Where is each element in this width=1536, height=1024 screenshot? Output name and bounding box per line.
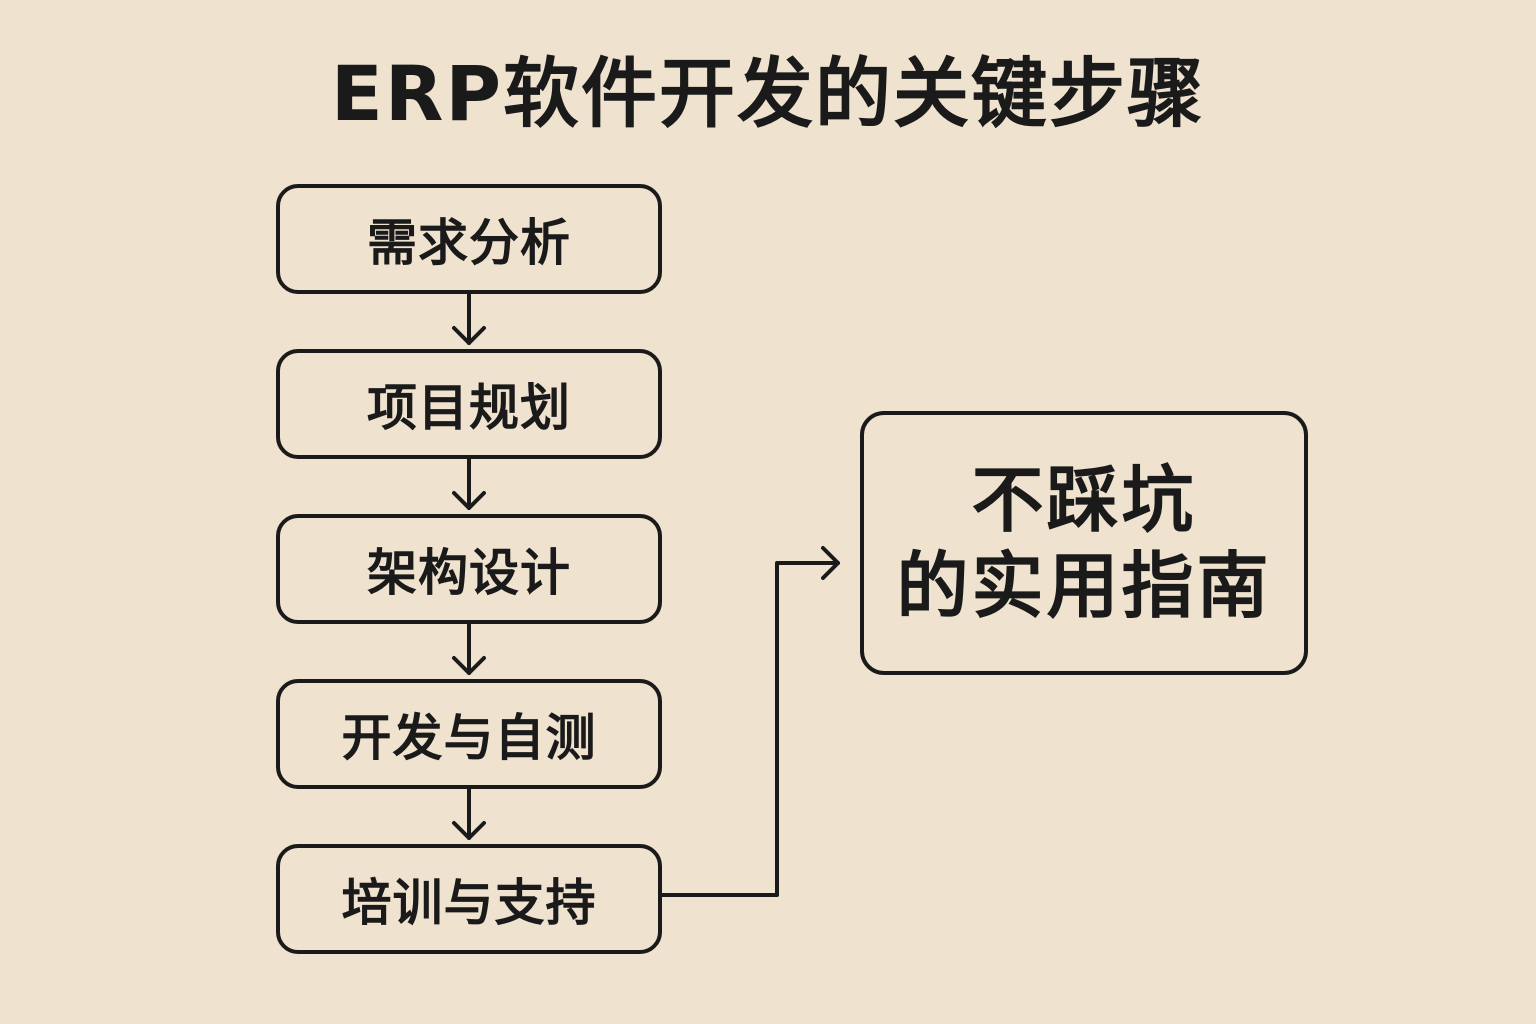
- step-label: 需求分析: [367, 214, 571, 272]
- arrow-step2-to-step3: [452, 457, 486, 510]
- step-label: 培训与支持: [341, 874, 597, 932]
- arrow-step5-to-guide: [660, 546, 840, 897]
- arrow-step1-to-step2: [452, 292, 486, 345]
- guide-line-2: 的实用指南: [896, 544, 1272, 628]
- step-training-support: 培训与支持: [276, 844, 662, 954]
- arrow-step4-to-step5: [452, 787, 486, 840]
- step-label: 开发与自测: [341, 709, 597, 767]
- step-label: 架构设计: [367, 544, 571, 602]
- practical-guide-box: 不踩坑 的实用指南: [860, 411, 1308, 675]
- step-label: 项目规划: [367, 379, 571, 437]
- step-project-planning: 项目规划: [276, 349, 662, 459]
- arrow-step3-to-step4: [452, 622, 486, 675]
- guide-line-1: 不踩坑: [971, 457, 1197, 542]
- diagram-title: ERP软件开发的关键步骤: [330, 49, 1206, 138]
